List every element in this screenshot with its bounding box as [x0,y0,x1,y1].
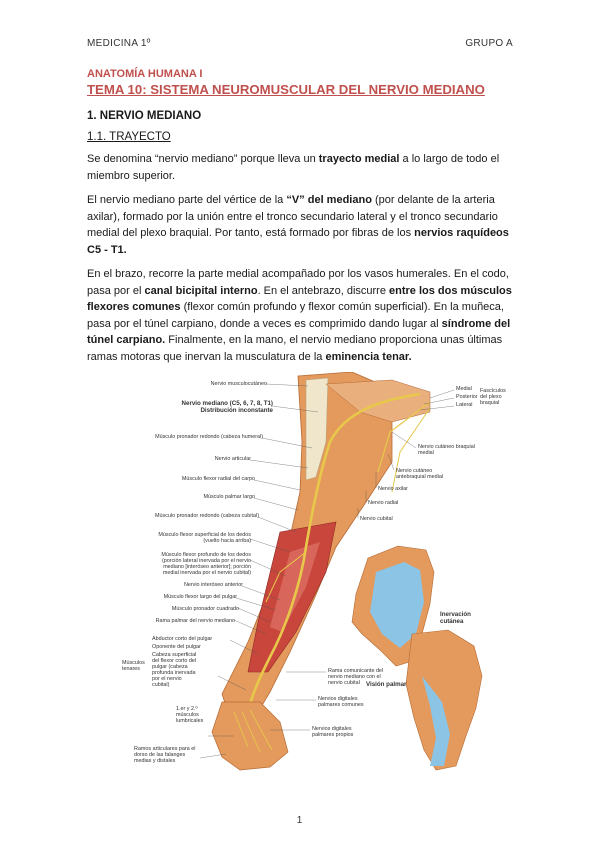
topic-title: TEMA 10: SISTEMA NEUROMUSCULAR DEL NERVI… [87,82,485,97]
header-left: MEDICINA 1º [87,38,151,49]
label-posterior: Posterior [456,394,478,400]
label-fpb-1: Cabeza superficial [152,652,197,658]
label-articular-branches-3: medias y distales [134,758,176,764]
label-communicating-branch-2: nervio mediano con el [328,674,381,680]
label-anterior-interosseous-nerve: Nervio interóseo anterior [183,582,243,588]
label-fpb-3: pulgar (cabeza [152,664,188,670]
header-right: GRUPO A [465,38,513,49]
label-proper-digital-2: palmares propios [312,732,354,738]
label-abductor-pollicis-brevis: Abductor corto del pulgar [152,636,213,642]
label-fpb-2: del flexor corto del [152,658,197,664]
label-lumbricals-3: lumbricales [176,718,204,724]
label-medial-antebrachial-cutaneous-2: antebraquial medial [396,474,444,480]
label-fdp-4: medial inervada por el nervio cubital) [162,570,251,576]
label-communicating-branch-3: nervio cubital [328,680,360,686]
label-pronator-quadratus: Músculo pronador cuadrado [171,606,239,612]
label-flexor-pollicis-longus: Músculo flexor largo del pulgar [163,594,237,600]
label-palmar-branch: Rama palmar del nervio mediano [155,618,235,624]
label-proper-digital-1: Nervios digitales [312,726,352,732]
label-lumbricals-1: 1.er y 2.º [176,706,198,712]
label-fdp-3: mediano [interóseo anterior]; porción [163,564,251,570]
label-pronator-teres-humeral: Músculo pronador redondo (cabeza humeral… [155,434,263,440]
label-palmar-view: Visión palmar [366,681,407,688]
page-number: 1 [296,815,303,826]
label-musculocutaneous-nerve: Nervio musculocutáneo [210,381,267,387]
label-medial-antebrachial-cutaneous-1: Nervio cutáneo [396,468,433,474]
label-common-digital-2: palmares comunes [318,702,364,708]
paragraph-2: El nervio mediano parte del vértice de l… [87,194,509,256]
arm-anatomy-drawing [199,372,483,771]
label-lateral: Lateral [456,402,473,408]
label-articular-branches-1: Ramos articulares para el [134,746,196,752]
label-cutaneous-innervation-2: cutánea [440,618,464,625]
label-radial-nerve: Nervio radial [368,500,399,506]
label-fpb-5: por el nervio [152,676,182,682]
label-fds-2: (vuelto hacia arriba) [203,538,251,544]
label-median-nerve: Nervio mediano (C5, 6, 7, 8, T1) [181,400,273,407]
label-flexor-carpi-radialis: Músculo flexor radial del carpo [181,476,255,482]
label-fpb-6: cubital) [152,682,170,688]
paragraph-3: En el brazo, recorre la parte medial aco… [87,268,512,363]
label-thenar-2: tenares [122,666,140,672]
label-cords-3: braquial [480,400,500,406]
label-lumbricals-2: músculos [176,712,199,718]
label-axillary-nerve: Nervio axilar [378,486,408,492]
label-articular-branches-2: dorso de las falanges [134,752,186,758]
label-cords-1: Fascículos [480,388,506,394]
median-nerve-illustration: Nervio musculocutáneo Nervio mediano (C5… [122,372,506,777]
label-ulnar-nerve: Nervio cubital [360,516,393,522]
label-fpb-4: profunda inervada [152,670,196,676]
label-thenar-1: Músculos [122,660,145,666]
paragraph-1: Se denomina “nervio mediano” porque llev… [87,153,500,182]
label-medial: Medial [456,386,472,392]
label-fds-1: Músculo flexor superficial de los dedos [158,532,251,538]
subject-title: ANATOMÍA HUMANA I [87,68,203,80]
label-articular-nerve: Nervio articular [214,456,251,462]
label-fdp-2: (porción lateral inervada por el nervio [162,558,251,564]
label-palmaris-longus: Músculo palmar largo [203,494,255,500]
section-heading: 1. NERVIO MEDIANO [87,110,202,122]
label-cutaneous-innervation-1: Inervación [440,611,471,618]
label-common-digital-1: Nervios digitales [318,696,358,702]
label-pronator-teres-ulnar: Músculo pronador redondo (cabeza cubital… [155,513,259,519]
label-fdp-1: Músculo flexor profundo de los dedos [161,552,251,558]
label-cords-2: del plexo [480,394,502,400]
label-medial-brachial-cutaneous-2: medial [418,450,434,456]
label-opponens-pollicis: Oponente del pulgar [152,644,201,650]
label-communicating-branch-1: Rama comunicante del [328,668,384,674]
subsection-heading: 1.1. TRAYECTO [87,131,171,143]
label-inconstant-distribution: Distribución inconstante [200,407,273,414]
label-medial-brachial-cutaneous-1: Nervio cutáneo braquial [418,444,475,450]
content: ANATOMÍA HUMANA I TEMA 10: SISTEMA NEURO… [87,68,515,365]
